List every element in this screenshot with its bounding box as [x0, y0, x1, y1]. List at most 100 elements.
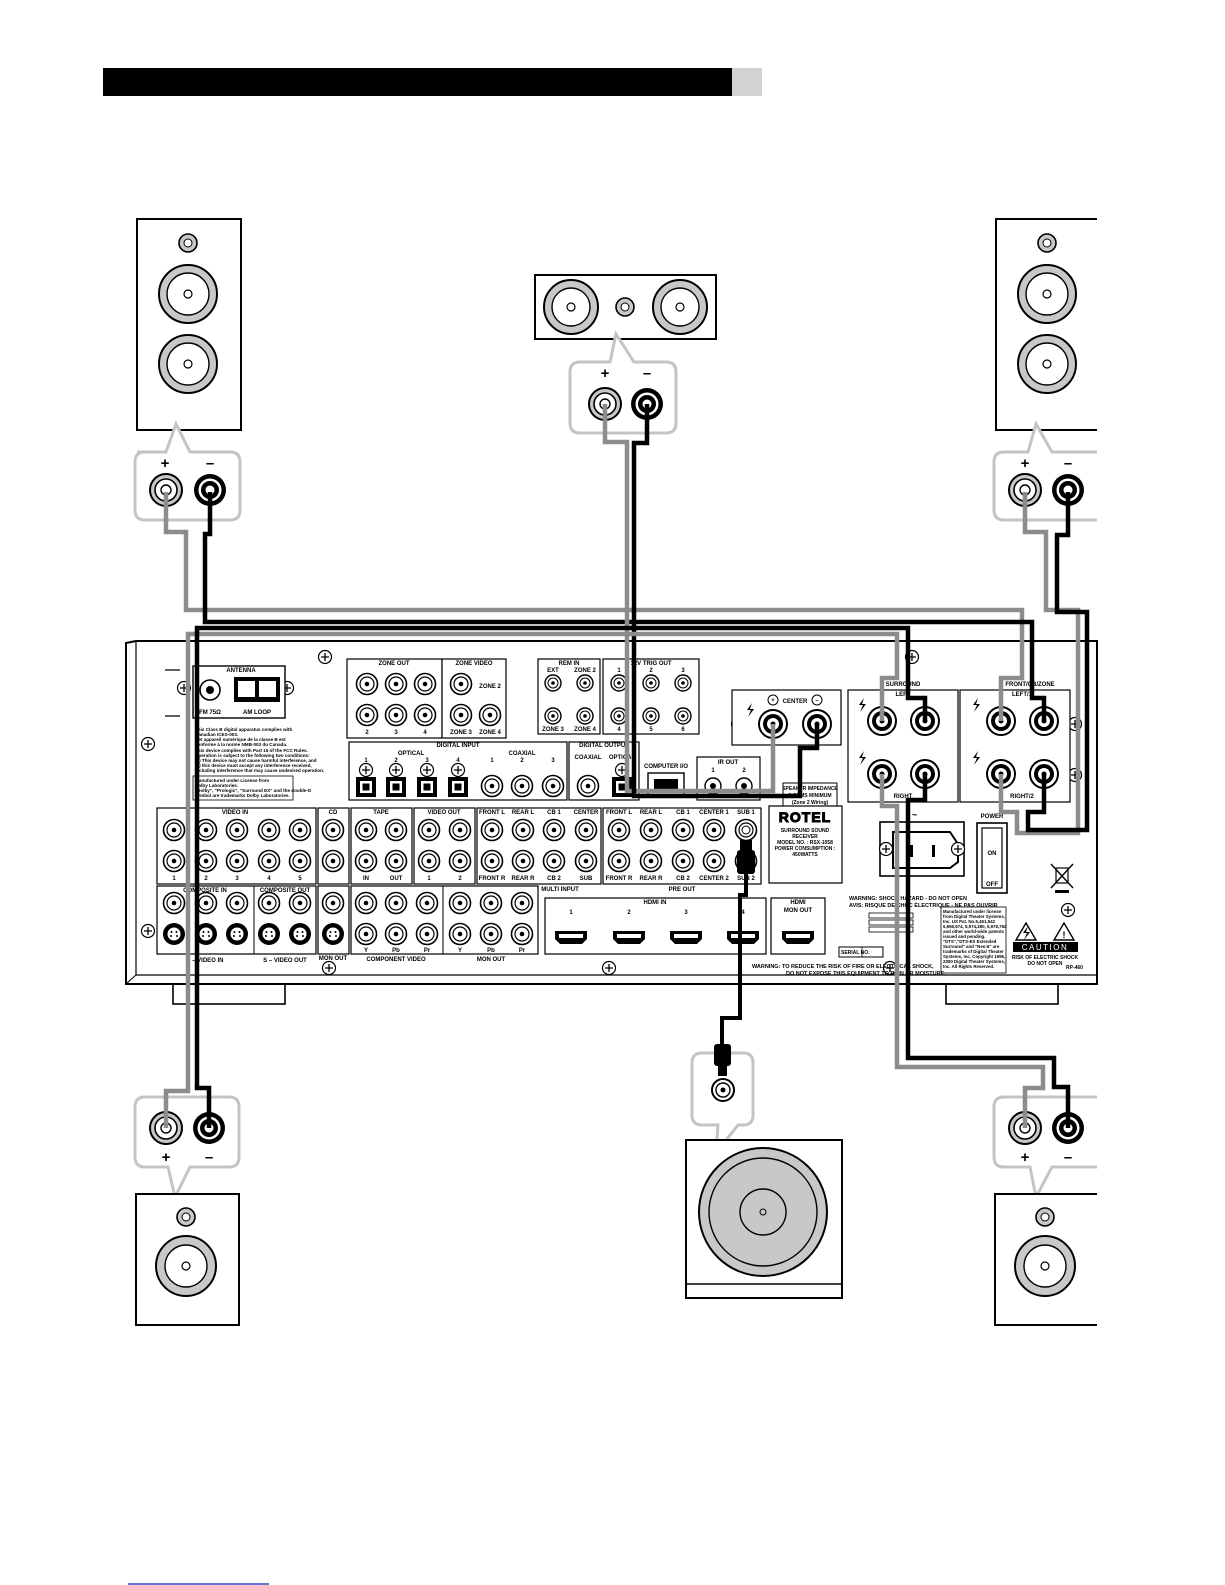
front-left-speaker [136, 218, 242, 431]
hdmi-in-2[interactable] [613, 931, 645, 944]
svg-text:LEFT: LEFT [896, 692, 911, 698]
svg-text:CENTER: CENTER [574, 810, 599, 816]
svg-text:3: 3 [681, 668, 685, 674]
svg-text:8 OHMS MINIMUM: 8 OHMS MINIMUM [788, 793, 831, 799]
svg-text:5: 5 [649, 727, 653, 733]
front-left-plus-label: + [161, 455, 170, 472]
digital-input-section: DIGITAL INPUT OPTICAL COAXIAL 1 2 3 4 1 … [348, 741, 568, 801]
zone-out-section: ZONE OUT 2 3 4 [346, 658, 443, 739]
svg-text:including interference that ma: including interference that may cause un… [195, 768, 324, 773]
svg-text:CENTER 1: CENTER 1 [699, 810, 729, 816]
svg-text:1: 1 [617, 668, 621, 674]
multi-input-section: FRONT L REAR L CB 1 CENTER FRONT R REAR … [476, 807, 602, 893]
svg-text:HDMI IN: HDMI IN [644, 900, 667, 906]
front-terminals: FRONT/CB/ZONE LEFT/1 RIGHT/2 [959, 682, 1071, 803]
video-in-section: VIDEO IN 1 2 3 4 5 [156, 807, 317, 885]
svg-text:MODEL NO. : RSX-1058: MODEL NO. : RSX-1058 [777, 840, 833, 846]
svg-text:1: 1 [364, 758, 368, 764]
svg-text:Systems, Inc. Copyright 1996,: Systems, Inc. Copyright 1996, [943, 954, 1005, 959]
svg-text:4: 4 [423, 730, 427, 736]
svg-text:CB 1: CB 1 [676, 810, 690, 816]
hdmi-mon-out[interactable] [782, 931, 814, 944]
hdmi-in-section: HDMI IN 1 2 3 4 [544, 897, 767, 955]
svg-text:SUB: SUB [580, 876, 593, 882]
subwoofer-input-jack[interactable] [711, 1078, 735, 1102]
svg-text:OPTICAL: OPTICAL [398, 751, 425, 757]
subwoofer-cable [714, 825, 755, 1076]
optical-input-1[interactable] [356, 777, 376, 797]
svg-text:COMPOSITE OUT: COMPOSITE OUT [260, 888, 311, 894]
svg-text:Inc. All Rights Reserved.: Inc. All Rights Reserved. [943, 964, 994, 969]
hdmi-in-3[interactable] [670, 931, 702, 944]
svg-text:12V TRIG OUT: 12V TRIG OUT [630, 661, 671, 667]
wire-center-positive [602, 404, 776, 794]
svg-text:COMPOSITE IN: COMPOSITE IN [183, 888, 227, 894]
svg-text:MON OUT: MON OUT [784, 908, 813, 914]
power-switch[interactable]: POWER ON OFF [976, 814, 1008, 894]
svg-text:3: 3 [684, 910, 688, 916]
svg-text:450WATTS: 450WATTS [792, 852, 818, 858]
svg-text:1: 1 [427, 876, 431, 882]
wire-surround-right-negative [905, 774, 1071, 1128]
svg-text:DIGITAL OUTPUT: DIGITAL OUTPUT [579, 743, 629, 749]
dolby-notice: Manufactured under License from Dolby La… [192, 775, 312, 801]
svg-text:EXT: EXT [547, 668, 559, 674]
optical-input-3[interactable] [417, 777, 437, 797]
svg-text:Canadian ICES-003.: Canadian ICES-003. [195, 732, 238, 737]
svg-text:SURROUND: SURROUND [886, 682, 921, 688]
header-tab [732, 68, 762, 96]
composite-section: COMPOSITE IN COMPOSITE OUT S – VIDEO IN … [156, 885, 317, 964]
svg-text:2: 2 [204, 876, 208, 882]
front-right-plus-label: + [1021, 455, 1030, 472]
wire-center-negative [631, 404, 820, 799]
svg-text:COAXIAL: COAXIAL [509, 751, 536, 757]
svg-text:4: 4 [741, 910, 745, 916]
svg-text:DO NOT OPEN: DO NOT OPEN [1027, 961, 1062, 967]
weee-bin-icon [1050, 863, 1074, 893]
svg-text:Dolby Laboratories.: Dolby Laboratories. [195, 783, 238, 788]
model-plate: ROTEL SURROUND SOUND RECEIVER MODEL NO. … [768, 805, 843, 884]
svg-text:HDMI: HDMI [790, 900, 806, 906]
surround-left-callout [133, 1095, 241, 1202]
optical-input-4[interactable] [448, 777, 468, 797]
svg-text:"Dolby", "Prologic", "Surround: "Dolby", "Prologic", "Surround EX" and t… [195, 788, 312, 793]
svg-text:3: 3 [425, 758, 429, 764]
svg-text:4: 4 [267, 876, 271, 882]
center-callout [568, 330, 678, 435]
svg-text:(Zone 2 Wiring): (Zone 2 Wiring) [792, 800, 829, 806]
optical-input-2[interactable] [386, 777, 406, 797]
svg-text:COMPONENT VIDEO: COMPONENT VIDEO [366, 957, 426, 963]
svg-text:3: 3 [394, 730, 398, 736]
video-out-section: VIDEO OUT 1 2 [413, 807, 476, 885]
brand-logo: ROTEL [779, 809, 831, 825]
svg-text:2: 2 [649, 668, 653, 674]
svg-text:ZONE VIDEO: ZONE VIDEO [455, 661, 492, 667]
svg-text:REAR R: REAR R [511, 876, 535, 882]
svg-text:DIGITAL INPUT: DIGITAL INPUT [436, 743, 479, 749]
fcc-notice: This Class B digital apparatus complies … [195, 727, 324, 773]
svg-text:conforme à la norme NMB-003 du: conforme à la norme NMB-003 du Canada. [195, 742, 287, 747]
svg-text:MON OUT: MON OUT [477, 957, 506, 963]
svg-text:1: 1 [490, 758, 494, 764]
front-right-speaker [995, 218, 1097, 431]
wire-front-left-positive [163, 492, 1025, 721]
svg-text:CAUTION: CAUTION [1022, 943, 1069, 952]
dts-notice: Manufactured under license from Digital … [940, 906, 1007, 974]
svg-text:and other world-wide patents: and other world-wide patents [943, 929, 1005, 934]
model-code: RP-460 [1066, 965, 1083, 971]
wire-front-left-negative [202, 492, 1047, 721]
front-right-minus-label: – [1064, 455, 1072, 472]
wire-front-right-negative [1025, 492, 1090, 833]
svg-text:AVIS: RISQUE DE CHOC ÉLECTRIQU: AVIS: RISQUE DE CHOC ÉLECTRIQUE - NE PAS… [849, 901, 998, 909]
hdmi-in-1[interactable] [555, 931, 587, 944]
svg-text:5: 5 [298, 876, 302, 882]
svg-text:S – VIDEO IN: S – VIDEO IN [186, 958, 223, 964]
am-label: AM LOOP [243, 710, 271, 716]
surround-left-minus-label: – [205, 1149, 213, 1166]
svg-text:ZONE 4: ZONE 4 [574, 727, 596, 733]
svg-text:PRE OUT: PRE OUT [669, 887, 696, 893]
zone-video-section: ZONE VIDEO ZONE 2 ZONE 3 ZONE 4 [441, 658, 507, 739]
svg-text:SUB 1: SUB 1 [737, 810, 755, 816]
hdmi-in-4[interactable] [727, 931, 759, 944]
front-left-callout [133, 420, 242, 522]
